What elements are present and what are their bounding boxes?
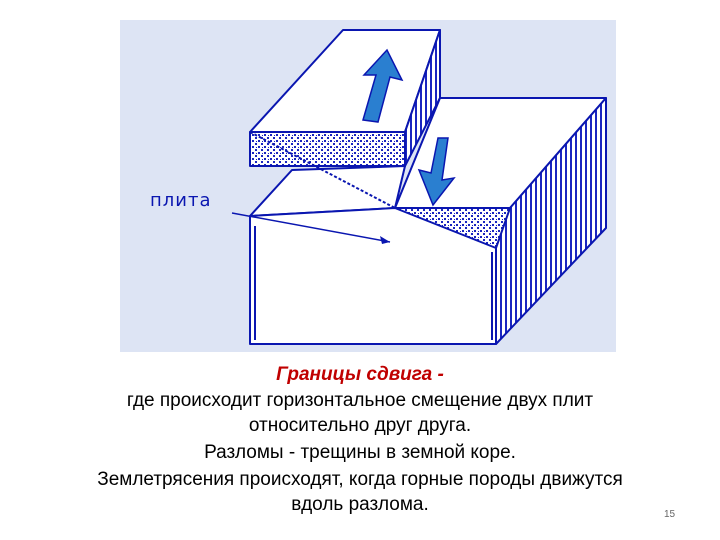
caption-line-4: Землетрясения происходят, когда горные п…: [97, 469, 623, 490]
down-arrow: [417, 137, 456, 207]
caption-line-1: где происходит горизонтальное смещение д…: [126, 390, 594, 411]
fault-diagram-svg: плита: [150, 29, 607, 345]
caption-title-suffix: -: [432, 364, 444, 385]
right-block-side: [495, 97, 607, 345]
caption-title-text: Границы сдвига: [276, 364, 433, 385]
upper-left-plate-front: [249, 131, 406, 167]
page-number: 15: [664, 509, 676, 520]
fault-line: [249, 131, 396, 209]
caption-title: Границы сдвига -: [0, 362, 720, 388]
plate-label: плита: [150, 190, 212, 211]
caption-line-5: вдоль разлома.: [291, 494, 429, 515]
transform-fault-diagram: плита: [120, 20, 616, 352]
caption: Границы сдвига - где происходит горизонт…: [0, 362, 720, 517]
caption-line-2: относительно друг друга.: [248, 415, 472, 436]
up-arrow: [362, 48, 404, 123]
plate-label-pointer: [231, 212, 391, 243]
lower-left-plate-front: [249, 207, 497, 345]
caption-line-3: Разломы - трещины в земной коре.: [204, 442, 516, 463]
